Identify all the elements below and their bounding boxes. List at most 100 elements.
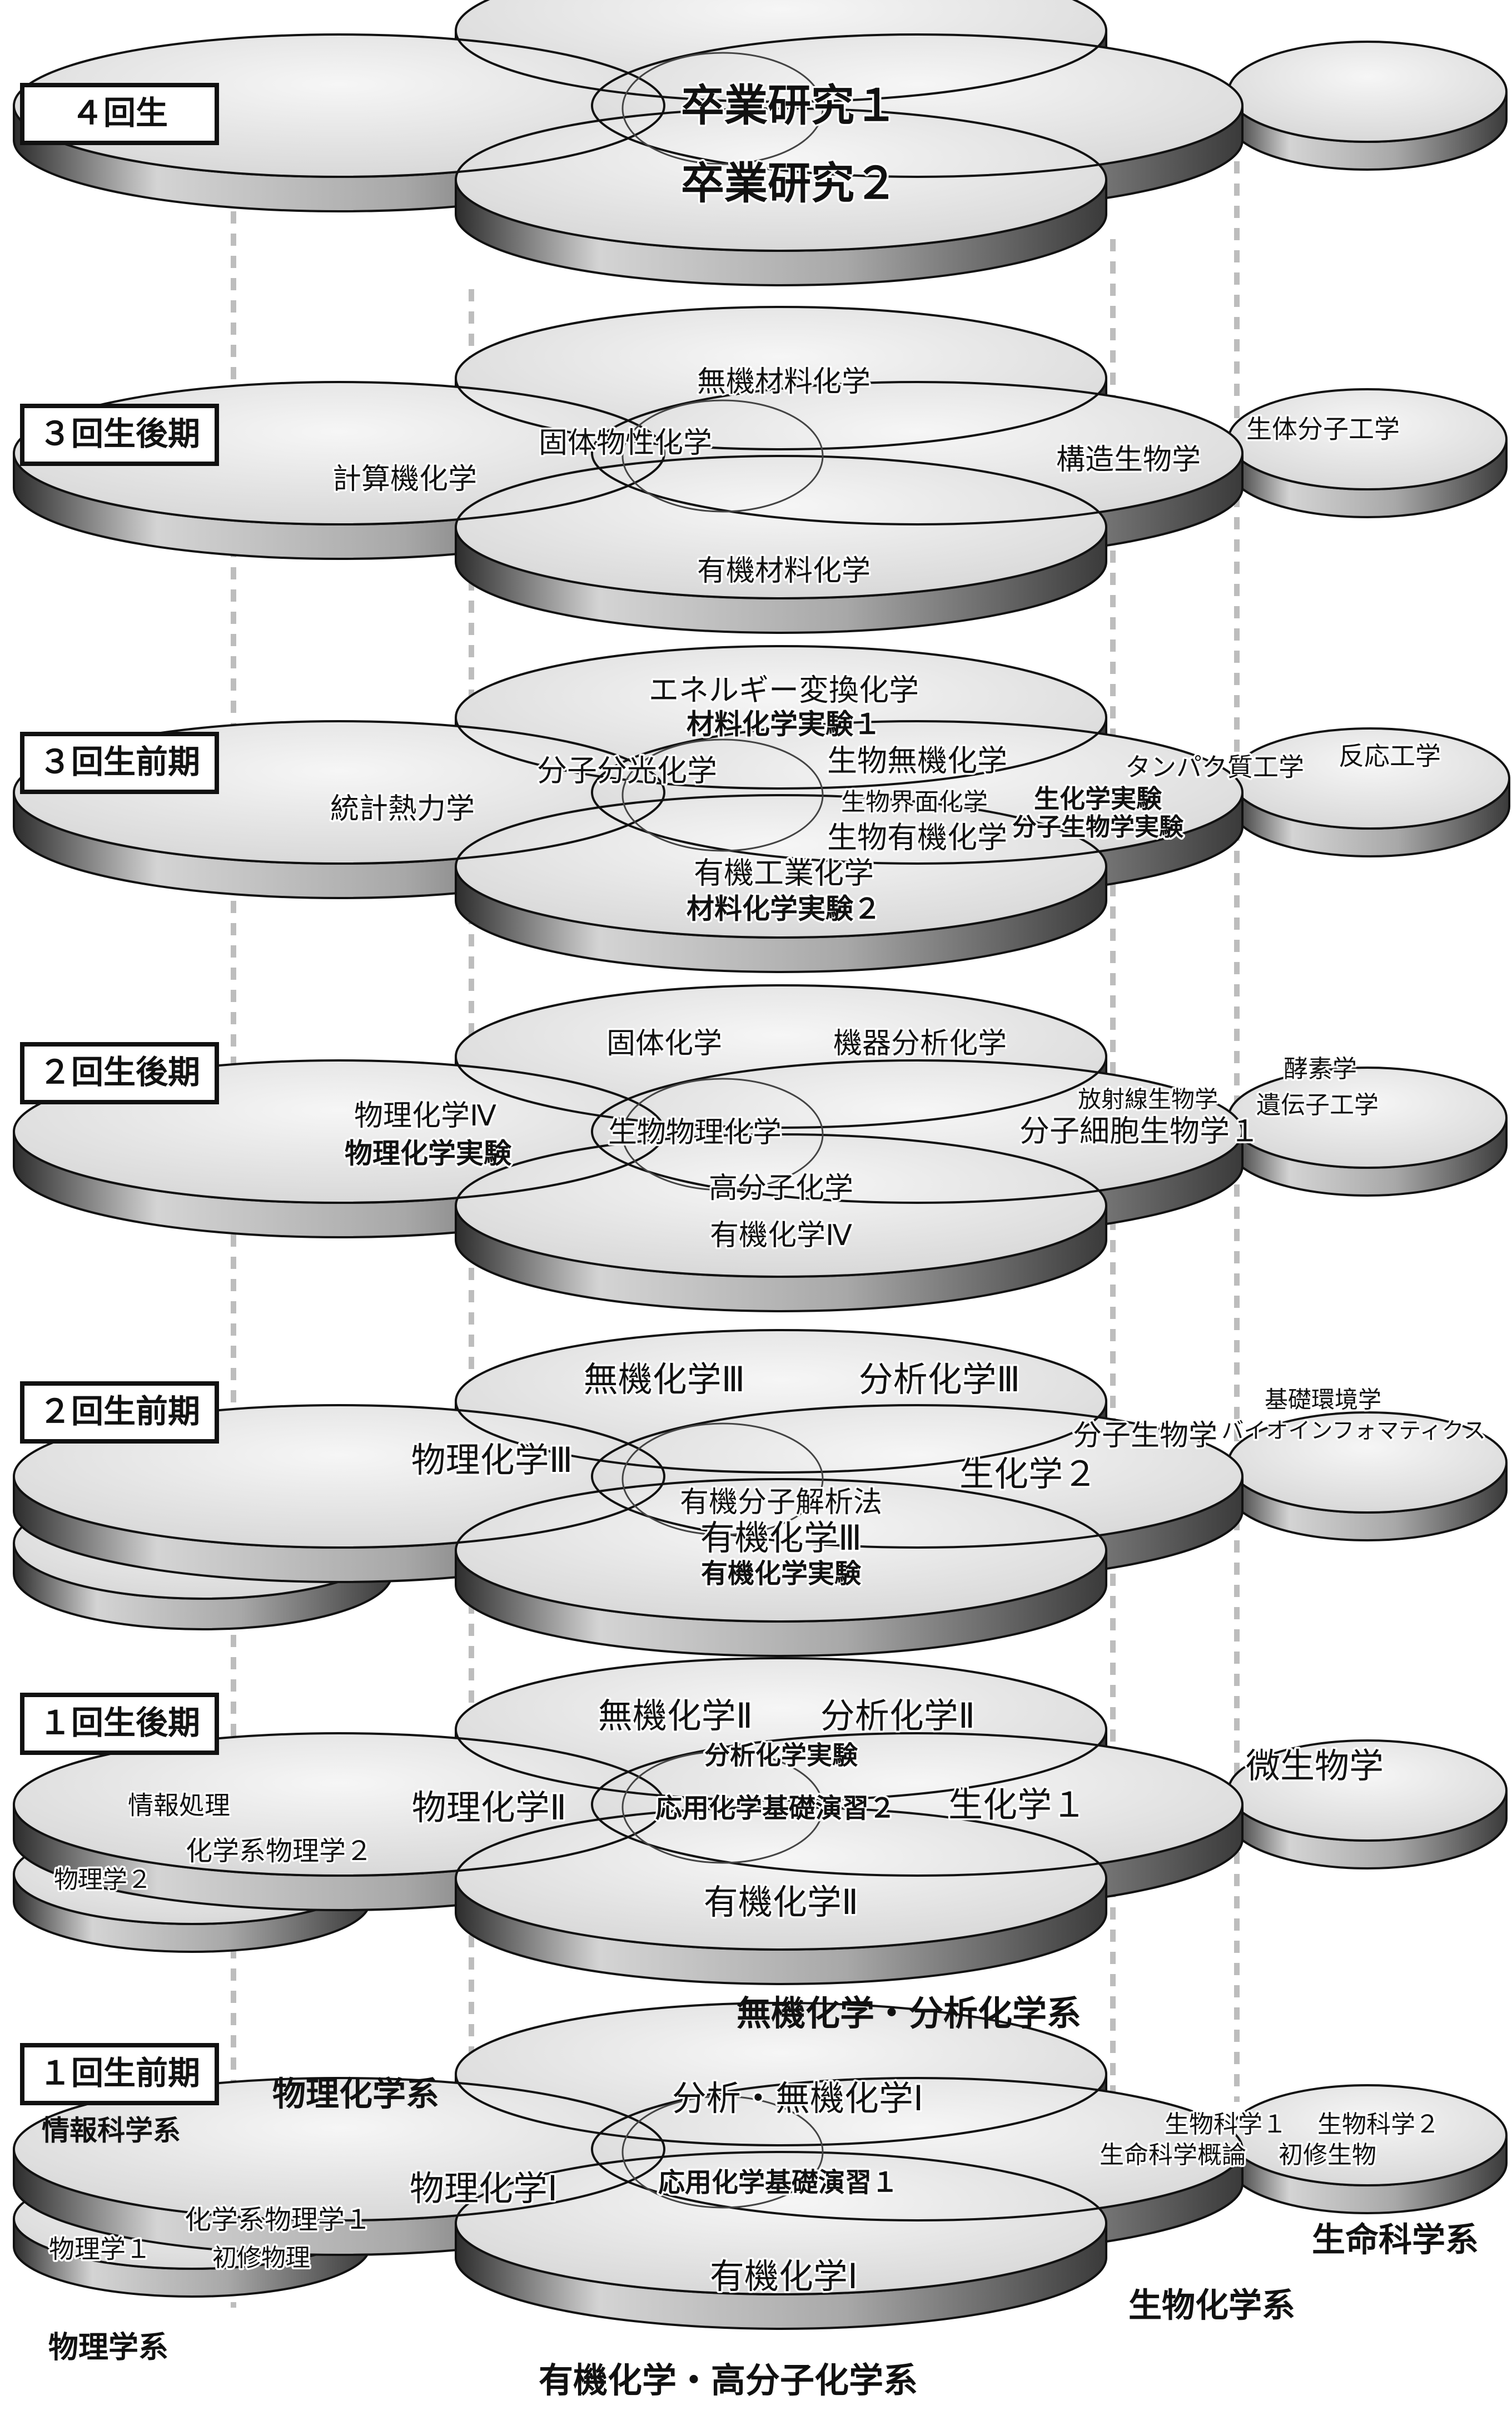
group-label: 生命科学系 xyxy=(1312,2221,1479,2260)
level-label: ２回生前期 xyxy=(20,1381,219,1444)
course-label: 分析化学実験 xyxy=(704,1740,858,1771)
course-label: 基礎環境学 xyxy=(1265,1386,1381,1414)
course-label: 物理化学Ⅰ xyxy=(410,2168,558,2209)
course-label: 統計熱力学 xyxy=(330,792,475,826)
level-block xyxy=(13,645,1244,973)
course-label: 材料化学実験１ xyxy=(687,708,881,741)
disc-top-outline xyxy=(455,645,1107,790)
level-label-text: ２回生後期 xyxy=(39,1053,200,1091)
course-label: 分子細胞生物学１ xyxy=(1019,1114,1260,1149)
disc-top-outline xyxy=(591,1732,1244,1877)
group-label: 有機化学・高分子化学系 xyxy=(539,2360,918,2401)
course-label: 卒業研究１ xyxy=(681,81,898,131)
side-disc xyxy=(1227,41,1508,171)
level-label-box xyxy=(20,83,219,145)
course-label: 有機材料化学 xyxy=(697,554,871,588)
disc-top-fill xyxy=(456,456,1106,598)
disc-top-outline xyxy=(591,33,1244,178)
side-disc xyxy=(1227,1411,1508,1541)
venn-ring xyxy=(621,738,824,852)
course-label: 有機化学Ⅲ xyxy=(700,1518,862,1558)
course-label: 物理化学Ⅲ xyxy=(411,1440,573,1480)
group-label: 生物化学系 xyxy=(1128,2287,1295,2325)
disc-top-fill xyxy=(456,1807,1106,1950)
course-label: 有機化学実験 xyxy=(701,1558,862,1589)
course-label: 無機化学Ⅲ xyxy=(584,1359,745,1400)
level-label-text: ３回生前期 xyxy=(39,743,200,781)
course-label: 生化学２ xyxy=(959,1454,1097,1494)
course-label: 生物有機化学 xyxy=(827,820,1007,855)
venn-ring xyxy=(621,399,824,513)
course-label: 生物科学２ xyxy=(1317,2110,1440,2139)
disc-top-fill xyxy=(456,1134,1106,1277)
course-label: 初修物理 xyxy=(212,2244,310,2272)
disc-top-fill xyxy=(456,2152,1106,2294)
level-label: １回生前期 xyxy=(20,2043,219,2105)
level-label-box xyxy=(20,1381,219,1444)
level-label-text: ２回生前期 xyxy=(39,1392,200,1430)
course-label: 計算機化学 xyxy=(332,463,477,496)
course-label: 有機工業化学 xyxy=(694,856,874,891)
disc-top-outline xyxy=(455,455,1107,599)
course-label: 物理学１ xyxy=(49,2234,151,2264)
level-label: ４回生 xyxy=(20,83,219,145)
level-label: ３回生前期 xyxy=(20,732,219,794)
disc-top-fill xyxy=(456,795,1106,938)
course-label: 放射線生物学 xyxy=(1078,1086,1218,1113)
disc-top-outline xyxy=(13,33,665,178)
disc-top-outline xyxy=(591,2077,1244,2221)
course-label: エネルギー変換化学 xyxy=(649,673,919,708)
level-label: ２回生後期 xyxy=(20,1042,219,1104)
level-label-box xyxy=(20,1042,219,1104)
level-label-text: １回生後期 xyxy=(39,1704,200,1742)
venn-ring xyxy=(621,1750,824,1864)
course-label: 有機化学Ⅳ xyxy=(710,1219,852,1252)
course-label: 生物界面化学 xyxy=(841,788,988,816)
level-label-box xyxy=(20,732,219,794)
course-label: バイオインフォマティクス xyxy=(1221,1418,1485,1444)
side-disc xyxy=(1227,388,1508,518)
course-label: 分子生物学 xyxy=(1073,1419,1217,1452)
disc-top-fill xyxy=(456,108,1106,251)
disc-top-outline xyxy=(455,107,1107,252)
course-label: 固体化学 xyxy=(606,1027,722,1060)
group-label: 無機化学・分析化学系 xyxy=(737,1993,1081,2034)
course-label: 卒業研究２ xyxy=(681,158,898,209)
group-label: 情報科学系 xyxy=(42,2115,181,2147)
disc-top-fill xyxy=(456,1479,1106,1621)
disc-top-outline xyxy=(455,1133,1107,1278)
course-label: 生物物理化学 xyxy=(608,1116,782,1149)
course-label: 応用化学基礎演習１ xyxy=(658,2167,898,2198)
disc-top-outline xyxy=(13,720,665,865)
disc-top-outline xyxy=(13,381,665,525)
course-label: 酵素学 xyxy=(1284,1055,1357,1083)
disc-top-outline xyxy=(455,306,1107,450)
disc-top-fill xyxy=(14,2078,664,2220)
level-label-text: ４回生 xyxy=(71,94,168,132)
disc-top-outline xyxy=(591,1404,1244,1549)
disc-top-outline xyxy=(455,1806,1107,1951)
course-label: 分子生物学実験 xyxy=(1012,813,1184,841)
disc-top-outline xyxy=(455,794,1107,939)
course-label: 生物科学１ xyxy=(1165,2110,1287,2139)
course-label: 構造生物学 xyxy=(1056,443,1201,477)
level-block xyxy=(13,1657,1244,1985)
disc-top-outline xyxy=(455,984,1107,1129)
disc-top-outline xyxy=(13,1732,665,1877)
course-label: 分子分光化学 xyxy=(537,753,717,789)
course-label: 遺伝子工学 xyxy=(1256,1091,1379,1119)
course-label: 無機化学Ⅱ xyxy=(598,1695,753,1736)
disc-top-outline xyxy=(13,1404,665,1549)
venn-ring xyxy=(621,2095,824,2209)
course-label: 応用化学基礎演習２ xyxy=(655,1793,896,1824)
disc-top-outline xyxy=(13,2077,665,2221)
disc-top-fill xyxy=(14,1733,664,1876)
level-label-box xyxy=(20,1693,219,1755)
side-disc xyxy=(1227,2084,1508,2214)
course-label: 物理化学Ⅱ xyxy=(412,1787,567,1828)
course-label: 生体分子工学 xyxy=(1246,414,1400,444)
course-label: 微生物学 xyxy=(1246,1745,1384,1786)
disc-top-outline xyxy=(455,1329,1107,1474)
level-label-box xyxy=(20,404,219,466)
disc-top-outline xyxy=(455,2151,1107,2295)
